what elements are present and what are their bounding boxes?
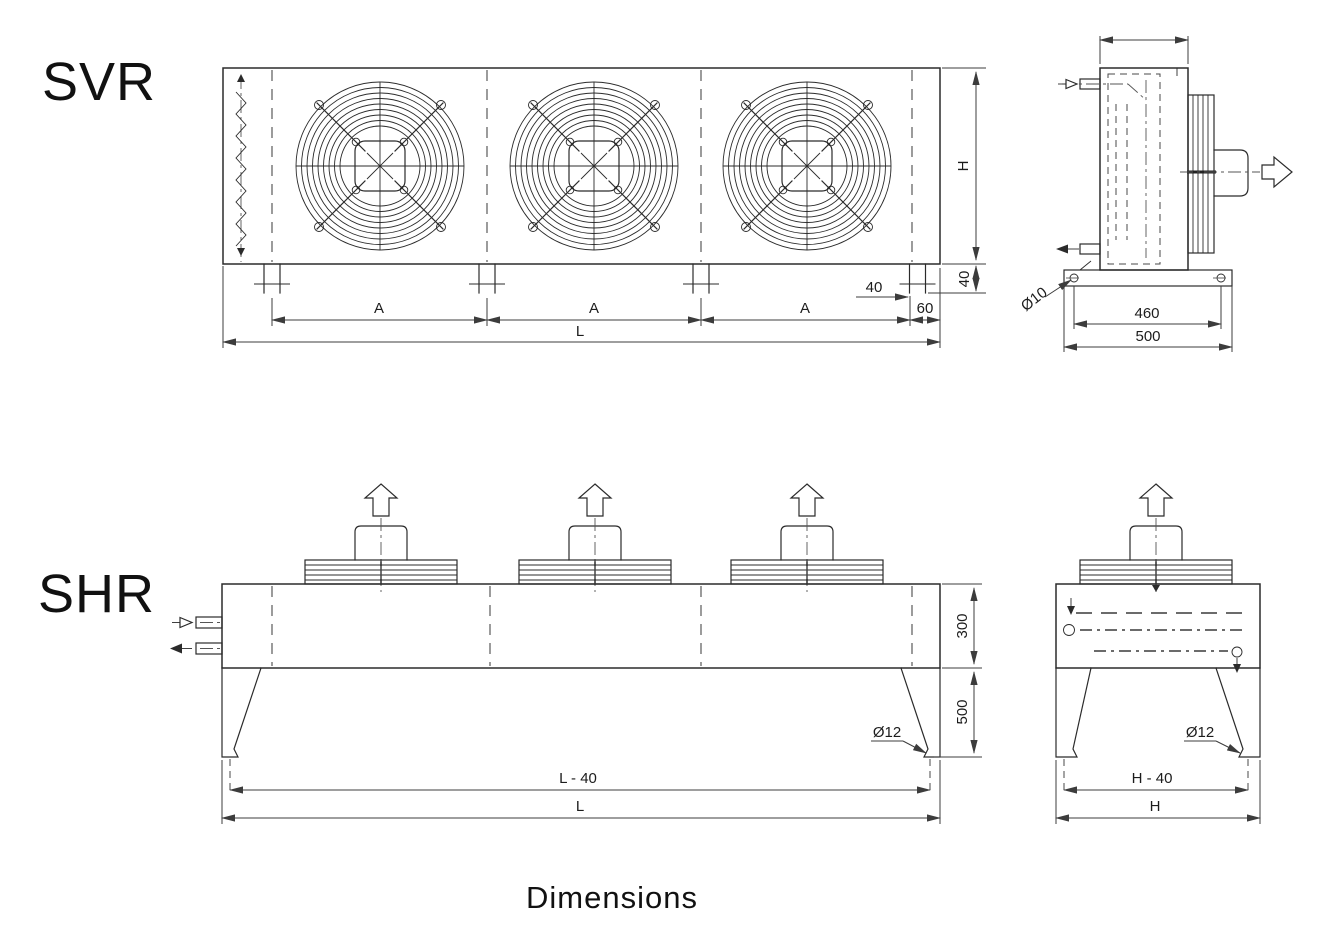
dim-label-dia12: Ø12 (873, 724, 901, 741)
base-plate (1063, 260, 1233, 287)
dim-label-40-vertical: 40 (956, 271, 973, 288)
airflow-up-arrow-icon (1139, 483, 1173, 517)
airflow-up-arrow-icon (578, 483, 612, 517)
dim-label-A2: A (589, 300, 599, 317)
coil-internal-dashed (1107, 73, 1161, 265)
shr-front-view: 300 500 Ø12 L - 40 (170, 483, 982, 824)
airflow-up-arrow-icon (364, 483, 398, 517)
dim-foot-span-L40: L - 40 (229, 759, 931, 795)
mounting-foot (682, 263, 720, 294)
dim-body-height-300: 300 (942, 583, 982, 669)
outlet-arrow-icon (170, 643, 182, 654)
inlet-arrow-icon (179, 616, 194, 629)
dim-label-460: 460 (1134, 305, 1159, 322)
shr-side-body (1055, 583, 1261, 669)
inlet-connection (172, 616, 223, 629)
dim-height-H: H (942, 67, 986, 265)
right-leg (1215, 667, 1261, 758)
dim-bolt-spacing-460: 460 (1073, 286, 1222, 329)
header-connection (1231, 646, 1243, 658)
shr-casing-outline (221, 583, 941, 669)
dim-label-A1: A (374, 300, 384, 317)
dim-label-dia12-side: Ø12 (1186, 724, 1214, 741)
left-leg (221, 667, 262, 758)
fan-guard-1 (295, 81, 465, 251)
header-connection (1063, 624, 1075, 636)
dim-fan-pitch-chain: A A A 60 (271, 268, 941, 348)
inlet-connection (1058, 78, 1128, 90)
right-leg (900, 667, 941, 758)
dim-leg-height-500: 500 (934, 671, 982, 758)
dim-overall-width-H: H (1055, 760, 1261, 824)
fan-guard-2 (509, 81, 679, 251)
svr-side-view: Ø10 460 500 (1018, 36, 1293, 352)
svr-front-view: H 40 40 (222, 67, 986, 348)
coil-top-arrow-icon (237, 74, 245, 82)
dim-foot-height-40: 40 (928, 265, 986, 294)
dim-label-500-leg: 500 (954, 699, 971, 724)
dim-hole-diameter-10: Ø10 (1018, 279, 1072, 315)
dim-top-width (1099, 36, 1189, 64)
svr-label: SVR (42, 52, 156, 112)
fan-unit-3 (730, 517, 884, 593)
dim-label-L: L (576, 323, 584, 340)
airflow-up-arrow-icon (790, 483, 824, 517)
outlet-arrow-icon (1056, 244, 1068, 254)
fan-guard-3 (722, 81, 892, 251)
outlet-down-arrow-icon (1233, 664, 1241, 673)
dim-label-H40: H - 40 (1132, 770, 1173, 787)
mounting-foot (468, 263, 506, 294)
inlet-arrow-icon (1065, 78, 1079, 90)
dim-hole-diameter-12: Ø12 (1184, 724, 1241, 754)
dim-foot-span-H40: H - 40 (1063, 759, 1249, 795)
fan-shroud (1187, 94, 1216, 254)
dim-label-40-horizontal: 40 (866, 279, 883, 296)
outlet-connection (1056, 243, 1101, 255)
shr-label: SHR (38, 564, 155, 624)
dim-length-L: L (222, 266, 941, 348)
dim-label-60: 60 (917, 300, 934, 317)
dim-label-H: H (955, 161, 972, 172)
dim-label-500: 500 (1135, 328, 1160, 345)
shr-section: SHR (38, 483, 1261, 824)
dim-label-L40: L - 40 (559, 770, 597, 787)
dim-label-dia10: Ø10 (1018, 284, 1051, 315)
dim-label-A3: A (800, 300, 810, 317)
centerline-tick-icon (1152, 585, 1160, 592)
inlet-down-arrow-icon (1067, 606, 1075, 615)
coil-bottom-arrow-icon (237, 248, 245, 256)
coil-symbol (235, 74, 247, 262)
dim-base-width-500: 500 (1063, 286, 1233, 352)
dim-label-H-overall: H (1150, 798, 1161, 815)
dim-hole-diameter-12: Ø12 (871, 724, 927, 754)
svr-casing-outline (222, 67, 941, 265)
airflow-right-arrow-icon (1261, 155, 1293, 189)
dim-label-L-overall: L (576, 798, 584, 815)
svr-section: SVR (42, 36, 1293, 352)
svr-side-body (1099, 67, 1189, 271)
dim-foot-width-40: 40 (856, 279, 909, 301)
fan-motor (1213, 149, 1249, 197)
fan-unit-1 (304, 517, 458, 593)
fan-unit-2 (518, 517, 672, 593)
mounting-foot (253, 263, 291, 294)
dim-label-300: 300 (954, 613, 971, 638)
fan-unit-end (1079, 517, 1233, 593)
shr-side-view: Ø12 H - 40 H (1055, 483, 1261, 824)
coil-internal (1063, 598, 1248, 673)
outlet-connection (170, 642, 223, 655)
mounting-foot (898, 263, 937, 294)
sheet-caption: Dimensions (526, 880, 698, 915)
left-leg (1055, 667, 1092, 758)
dim-overall-length-L: L (221, 760, 941, 824)
